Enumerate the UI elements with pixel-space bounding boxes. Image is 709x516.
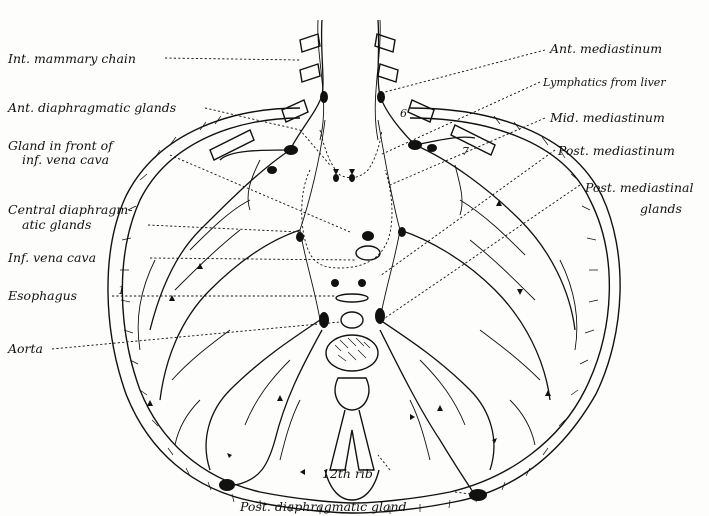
label-post-mediastinal-glands-line1: Post. mediastinal (584, 180, 693, 195)
lymph-vessels-left (138, 20, 325, 485)
gland (377, 91, 385, 103)
rib-number-7: 7 (462, 145, 469, 158)
costal-cartilages (210, 20, 495, 160)
label-lymphatics-from-liver: Lymphatics from liver (542, 76, 666, 89)
label-int-mammary-chain: Int. mammary chain (7, 51, 136, 66)
gland (331, 279, 339, 287)
gland (358, 279, 366, 287)
gland (284, 145, 298, 155)
gland (296, 232, 304, 242)
lymph-vessels-right (378, 20, 577, 495)
label-gland-front-ivc-line2: inf. vena cava (22, 152, 109, 167)
gland (333, 174, 339, 182)
gland (375, 308, 385, 324)
leader-lines (52, 50, 580, 495)
mediastinum-outlines (302, 130, 392, 268)
gland (319, 312, 329, 328)
label-post-mediastinum: Post. mediastinum (557, 143, 675, 158)
label-post-diaphragmatic-gland: Post. diaphragmatic gland (239, 499, 407, 514)
label-mid-mediastinum: Mid. mediastinum (549, 110, 665, 125)
gland (398, 227, 406, 237)
gland (320, 91, 328, 103)
inf-vena-cava-shape (356, 246, 380, 260)
gland (349, 174, 355, 182)
label-inf-vena-cava: Inf. vena cava (7, 250, 96, 265)
rib-number-6: 6 (400, 107, 407, 120)
rib-number-1: 1 (118, 284, 125, 297)
label-post-mediastinal-glands-line2: glands (640, 201, 682, 216)
label-twelfth-rib: 12th rib (322, 466, 373, 481)
gland (427, 144, 437, 152)
gland (267, 166, 277, 174)
aorta-shape (341, 312, 363, 328)
label-aorta: Aorta (7, 341, 43, 356)
label-central-diaphragmatic-line2: atic glands (22, 217, 91, 232)
label-ant-mediastinum: Ant. mediastinum (549, 41, 662, 56)
gland (219, 479, 235, 491)
gland (362, 231, 374, 241)
label-ant-diaphragmatic-glands: Ant. diaphragmatic glands (7, 100, 176, 115)
label-central-diaphragmatic-line1: Central diaphragm- (8, 202, 132, 217)
label-esophagus: Esophagus (7, 288, 77, 303)
label-gland-front-ivc-line1: Gland in front of (8, 138, 115, 153)
diaphragm-rim (108, 108, 620, 514)
esophagus-shape (336, 294, 368, 302)
